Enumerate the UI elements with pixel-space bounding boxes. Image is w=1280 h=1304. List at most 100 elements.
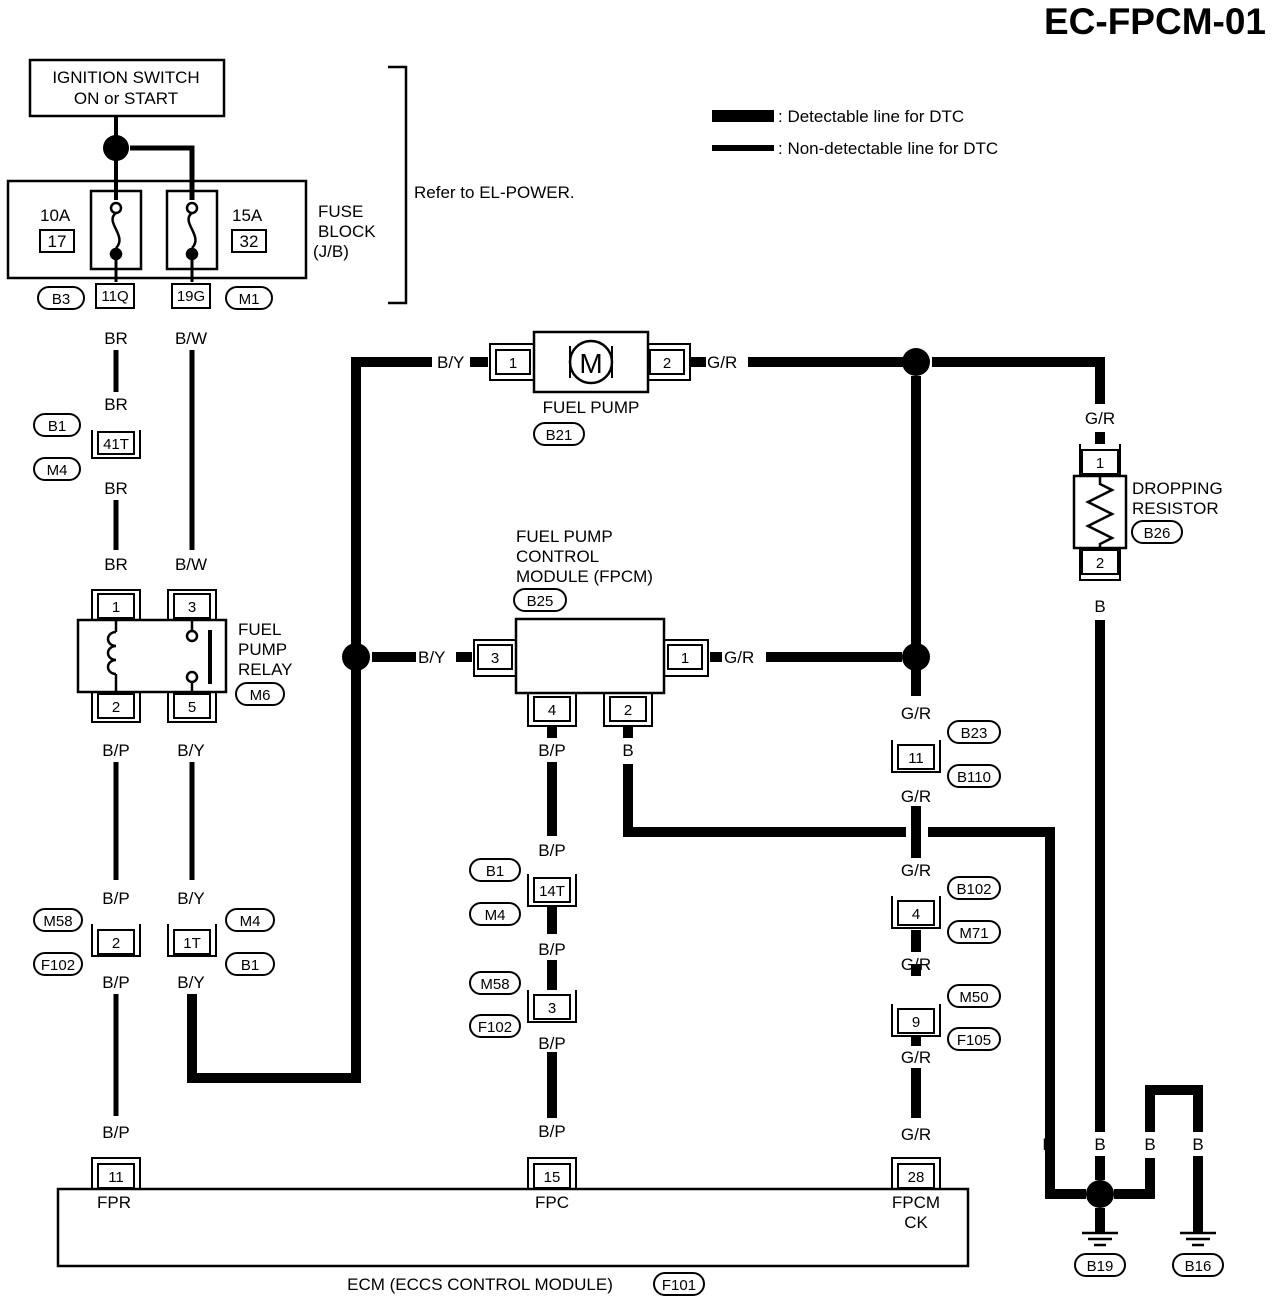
connector-14t: 14T B1 M4: [469, 858, 577, 926]
wire-b-g1: B: [1042, 1135, 1053, 1154]
connector-4-bottom: M71: [959, 925, 988, 942]
resistor-line1: DROPPING: [1132, 479, 1223, 498]
wire-br-3: BR: [104, 479, 128, 498]
fuel-pump-motor: M: [579, 348, 602, 379]
wire-gr-4: G/R: [901, 704, 931, 723]
wire-br-2: BR: [104, 395, 128, 414]
resistor-pin-2: 2: [1096, 555, 1104, 572]
relay-output-wires: [113, 656, 361, 1116]
ground-b19: [1082, 1231, 1118, 1247]
fuel-pump-pin-1: 1: [509, 355, 517, 372]
ground-b16: [1180, 1231, 1216, 1247]
relay-pin-2: 2: [112, 699, 120, 716]
connector-11-pin: 11: [908, 750, 924, 767]
legend-detectable-text: : Detectable line for DTC: [778, 107, 964, 126]
by-wires: [351, 357, 488, 662]
wire-gr-1: G/R: [707, 353, 737, 372]
connector-1t-top: M4: [240, 913, 261, 930]
ecm-conn: F101: [662, 1277, 696, 1294]
connector-11-top: B23: [961, 725, 988, 742]
fuse-term-19g: 19G: [177, 288, 205, 305]
wire-br-1: BR: [104, 329, 128, 348]
connector-41t-bottom: M4: [47, 462, 68, 479]
fuel-pump-label: FUEL PUMP: [543, 398, 640, 417]
wire-by-2: B/Y: [177, 889, 204, 908]
connector-9-pin: 9: [912, 1014, 920, 1031]
ignition-switch-line2: ON or START: [74, 89, 178, 108]
ecm-pin-28: 28: [908, 1169, 925, 1186]
relay-coil-symbol: [106, 620, 118, 692]
splice-gr-top: [902, 348, 930, 376]
wire-bw-1: B/W: [175, 329, 207, 348]
connector-9-top: M50: [959, 989, 988, 1006]
legend-detectable-swatch: [712, 110, 774, 122]
connector-4: 4 B102 M71: [891, 876, 1001, 944]
connector-2-top: M58: [43, 913, 72, 930]
ground-b16-label: B16: [1185, 1258, 1212, 1275]
wire-bp-7: B/P: [538, 940, 565, 959]
wire-b-resistor: B: [1094, 597, 1105, 616]
wire-bp-3: B/P: [102, 973, 129, 992]
wire-gr-5: G/R: [901, 787, 931, 806]
ecm-fpcm-line2: CK: [904, 1213, 928, 1232]
connector-14t-bottom: M4: [485, 907, 506, 924]
resistor-pin-1: 1: [1096, 455, 1104, 472]
wire-bp-8: B/P: [538, 1034, 565, 1053]
ecm-fpcm-line1: FPCM: [892, 1193, 940, 1212]
fuse-block: FUSE BLOCK (J/B) 10A 17 15A 32 11Q 19G: [6, 179, 376, 310]
splice-by: [342, 643, 370, 671]
ground-b19-label: B19: [1087, 1258, 1114, 1275]
resistor-zigzag: [1085, 476, 1115, 548]
wire-bp-9: B/P: [538, 1122, 565, 1141]
wire-bp-1: B/P: [102, 741, 129, 760]
wire-b-g2: B: [1094, 1135, 1105, 1154]
fpcm: FUEL PUMP CONTROL MODULE (FPCM) B25 3 1 …: [473, 527, 709, 727]
relay-pin-1: 1: [112, 599, 120, 616]
connector-4-pin: 4: [912, 906, 920, 923]
fuse-block-line2: BLOCK: [318, 222, 376, 241]
power-feed: [103, 116, 195, 200]
wire-b-g4: B: [1192, 1135, 1203, 1154]
connector-41t-top: B1: [48, 418, 66, 435]
power-bracket: [388, 65, 408, 305]
fuse-10a-symbol: [89, 189, 143, 271]
wire-by-5: B/Y: [418, 648, 445, 667]
wire-bw-2: B/W: [175, 555, 207, 574]
fpcm-pin-4: 4: [548, 702, 556, 719]
fpcm-line2: CONTROL: [516, 547, 599, 566]
conn-m1: M1: [239, 291, 260, 308]
relay-conn-m6: M6: [250, 687, 271, 704]
ground-wires: [1045, 1085, 1203, 1232]
connector-14t-pin: 14T: [539, 883, 565, 900]
page-code: EC-FPCM-01: [1044, 1, 1266, 42]
ecm: 11 FPR 15 FPC 28 FPCM CK ECM (ECCS CONTR…: [56, 1157, 970, 1296]
fuse-right-num: 32: [240, 232, 259, 251]
fuel-pump-conn: B21: [546, 427, 573, 444]
fpcm-pin-3: 3: [491, 650, 499, 667]
legend: : Detectable line for DTC : Non-detectab…: [712, 107, 998, 158]
legend-non-detectable-swatch: [712, 145, 774, 151]
ignition-switch-line1: IGNITION SWITCH: [52, 68, 199, 87]
connector-3: 3 M58 F102: [469, 971, 577, 1038]
connector-2: 2 M58 F102: [33, 908, 141, 976]
connector-1t: 1T M4 B1: [167, 908, 275, 976]
relay-label-line3: RELAY: [238, 660, 293, 679]
connector-14t-top: B1: [486, 863, 504, 880]
fuse-15a-symbol: [165, 189, 219, 271]
connector-11: 11 B23 B110: [891, 720, 1001, 788]
wire-gr-8: G/R: [901, 1048, 931, 1067]
resistor-conn: B26: [1144, 525, 1171, 542]
ecm-pin-15: 15: [544, 1169, 561, 1186]
ecm-label: ECM (ECCS CONTROL MODULE): [347, 1275, 613, 1294]
dropping-resistor: 1 2 DROPPING RESISTOR B26: [1072, 444, 1223, 581]
relay-switch-symbol: [185, 620, 212, 692]
connector-9-bottom: F105: [957, 1032, 991, 1049]
fpcm-conn: B25: [527, 593, 554, 610]
left-wires: [113, 350, 195, 550]
fpcm-line1: FUEL PUMP: [516, 527, 613, 546]
wire-gr-2: G/R: [1085, 409, 1115, 428]
ignition-switch: IGNITION SWITCH ON or START: [28, 58, 226, 118]
connector-3-top: M58: [480, 976, 509, 993]
relay-pin-3: 3: [188, 599, 196, 616]
wire-bp-4: B/P: [102, 1123, 129, 1142]
